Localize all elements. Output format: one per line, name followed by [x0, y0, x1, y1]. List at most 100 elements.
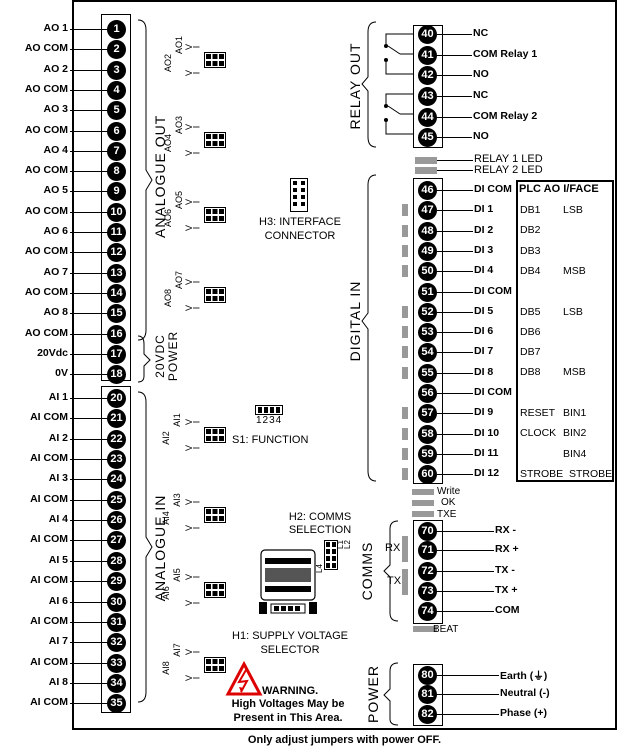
left-terminal-label: AO COM [24, 245, 68, 258]
relay-terminal-42[interactable]: 42 [418, 66, 437, 85]
relay-terminal-44[interactable]: 44 [418, 108, 437, 127]
ao-jumper-block[interactable] [204, 132, 226, 148]
left-terminal-13[interactable]: 13 [107, 263, 126, 283]
ao-jumper-block[interactable] [204, 52, 226, 68]
comms-tx-label: TX [387, 575, 402, 587]
left-terminal-wire [70, 479, 110, 481]
left-terminal-31[interactable]: 31 [107, 612, 126, 632]
di-led [402, 468, 408, 481]
left-terminal-11[interactable]: 11 [107, 223, 126, 242]
plc-row-b: STROBE [569, 467, 613, 480]
left-terminal-32[interactable]: 32 [107, 633, 126, 653]
di-terminal-label: DI 10 [474, 426, 500, 439]
relay-terminal-label: NO [473, 130, 489, 142]
left-terminal-5[interactable]: 5 [107, 101, 126, 121]
power-terminal-80[interactable]: 80 [418, 666, 437, 685]
comms-terminal-wire [437, 611, 494, 612]
comms-terminal-72[interactable]: 72 [418, 562, 437, 581]
left-terminal-23[interactable]: 23 [107, 450, 126, 470]
left-terminal-wire [70, 418, 110, 420]
plc-row-b: BIN2 [563, 427, 587, 440]
left-terminal-22[interactable]: 22 [107, 429, 126, 449]
di-terminal-wire [437, 190, 473, 191]
pin-i-label: I [191, 151, 202, 155]
ao-jumper-top-label: AO3 [174, 115, 185, 135]
power-terminal-82[interactable]: 82 [418, 705, 437, 724]
ai-jumper-block[interactable] [204, 657, 226, 673]
left-terminal-10[interactable]: 10 [107, 202, 126, 222]
left-terminal-33[interactable]: 33 [107, 653, 126, 673]
di-terminal-55[interactable]: 55 [418, 363, 437, 383]
left-terminal-label: AI 1 [48, 391, 68, 403]
left-terminal-15[interactable]: 15 [107, 304, 126, 324]
left-terminal-24[interactable]: 24 [107, 470, 126, 490]
di-terminal-46[interactable]: 46 [418, 181, 437, 200]
left-terminal-label: AI COM [30, 655, 68, 668]
left-terminal-16[interactable]: 16 [107, 324, 126, 344]
relay-terminal-40[interactable]: 40 [418, 25, 437, 44]
left-terminal-20[interactable]: 20 [107, 389, 126, 408]
left-terminal-12[interactable]: 12 [107, 243, 126, 263]
di-terminal-56[interactable]: 56 [418, 384, 437, 403]
left-terminal-35[interactable]: 35 [107, 694, 126, 714]
ao-jumper-block[interactable] [204, 287, 226, 303]
comms-terminal-73[interactable]: 73 [418, 582, 437, 601]
relay-terminal-45[interactable]: 45 [418, 128, 437, 147]
ao-jumper-block[interactable] [204, 207, 226, 223]
left-terminal-34[interactable]: 34 [107, 673, 126, 693]
left-terminal-9[interactable]: 9 [107, 182, 126, 202]
di-terminal-58[interactable]: 58 [418, 424, 437, 444]
comms-rx-led [402, 536, 408, 562]
left-terminal-18[interactable]: 18 [107, 365, 126, 385]
di-terminal-47[interactable]: 47 [418, 201, 437, 221]
power-terminal-81[interactable]: 81 [418, 685, 437, 704]
ai-jumper-block[interactable] [204, 582, 226, 598]
left-terminal-wire [70, 292, 110, 294]
di-terminal-49[interactable]: 49 [418, 241, 437, 261]
left-terminal-label: AI 6 [48, 594, 68, 607]
di-terminal-wire [437, 413, 473, 415]
comms-terminal-wire [437, 591, 494, 592]
left-terminal-21[interactable]: 21 [107, 409, 126, 429]
di-terminal-52[interactable]: 52 [418, 302, 437, 322]
left-terminal-17[interactable]: 17 [107, 344, 126, 364]
ai-jumper-block[interactable] [204, 427, 226, 443]
h2-comms-jumper [324, 540, 338, 570]
left-terminal-7[interactable]: 7 [107, 141, 126, 161]
left-terminal-3[interactable]: 3 [107, 60, 126, 80]
di-terminal-60[interactable]: 60 [418, 465, 437, 485]
left-terminal-28[interactable]: 28 [107, 551, 126, 571]
di-terminal-wire [437, 230, 473, 232]
di-terminal-51[interactable]: 51 [418, 282, 437, 302]
di-terminal-50[interactable]: 50 [418, 262, 437, 282]
comms-terminal-74[interactable]: 74 [418, 602, 437, 621]
left-terminal-6[interactable]: 6 [107, 121, 126, 141]
relay-terminal-43[interactable]: 43 [418, 87, 437, 106]
comms-terminal-71[interactable]: 71 [418, 541, 437, 560]
di-terminal-wire [437, 372, 473, 374]
di-terminal-53[interactable]: 53 [418, 323, 437, 343]
left-terminal-label: AI COM [30, 492, 68, 505]
left-terminal-1[interactable]: 1 [107, 20, 126, 39]
left-terminal-25[interactable]: 25 [107, 490, 126, 510]
di-terminal-54[interactable]: 54 [418, 343, 437, 363]
left-terminal-27[interactable]: 27 [107, 531, 126, 551]
ai-jumper-block[interactable] [204, 507, 226, 523]
relay-terminal-label: NC [473, 27, 489, 39]
left-terminal-8[interactable]: 8 [107, 162, 126, 182]
left-terminal-26[interactable]: 26 [107, 511, 126, 531]
left-terminal-2[interactable]: 2 [107, 40, 126, 60]
relay-terminal-41[interactable]: 41 [418, 46, 437, 65]
comms-terminal-70[interactable]: 70 [418, 522, 437, 541]
left-terminal-4[interactable]: 4 [107, 80, 126, 100]
di-terminal-57[interactable]: 57 [418, 404, 437, 424]
di-led [402, 447, 408, 460]
left-terminal-30[interactable]: 30 [107, 592, 126, 612]
left-terminal-29[interactable]: 29 [107, 572, 126, 592]
comms-terminal-wire [437, 550, 494, 551]
di-terminal-label: DI 8 [474, 365, 494, 378]
left-terminal-14[interactable]: 14 [107, 283, 126, 303]
di-terminal-59[interactable]: 59 [418, 444, 437, 464]
left-terminal-label: AO 6 [43, 225, 68, 237]
di-terminal-48[interactable]: 48 [418, 221, 437, 241]
